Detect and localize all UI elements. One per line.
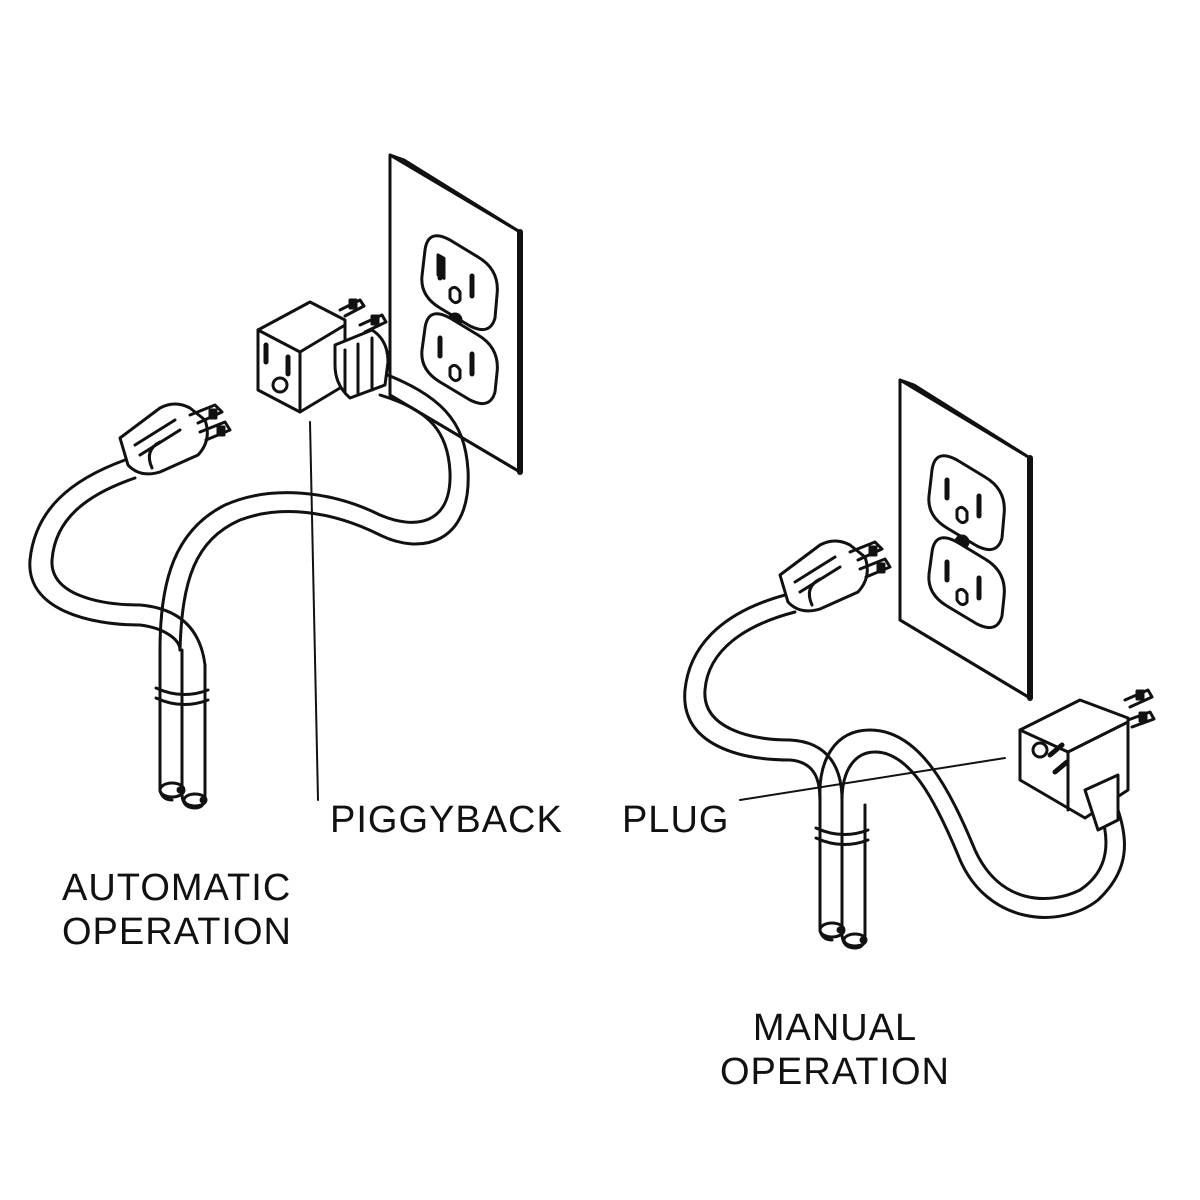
manual-label-line2: OPERATION [720,1051,950,1093]
automatic-piggyback-plug [258,300,388,412]
manual-piggyback-plug [1020,690,1154,830]
manual-label-line1: MANUAL [752,1007,918,1049]
automatic-label-line2: OPERATION [62,911,292,953]
manual-outlet [900,380,1030,698]
automatic-operation-label: AUTOMATIC OPERATION [62,866,292,954]
manual-male-plug [780,541,890,611]
piggyback-leader-right [740,758,1005,800]
piggyback-plug-label: PIGGYBACK PLUG [330,799,730,841]
manual-operation-label: MANUAL OPERATION [720,1006,950,1094]
manual-cord [685,595,1125,948]
automatic-label-line1: AUTOMATIC [62,867,292,909]
automatic-male-plug [120,404,230,474]
piggyback-leader-left [310,422,318,800]
automatic-cord [30,372,468,808]
